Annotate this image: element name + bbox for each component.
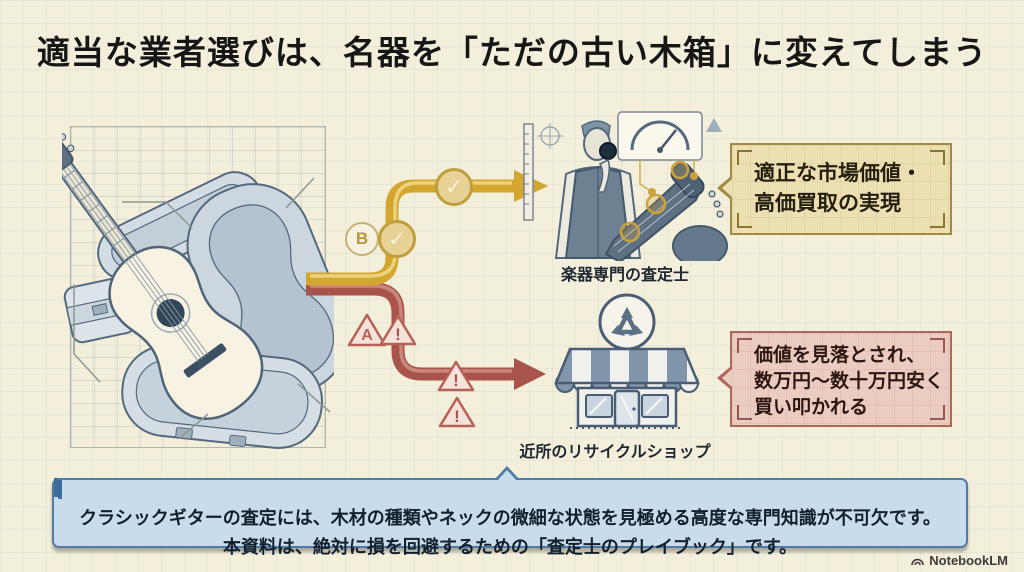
appraiser-arm [596,158,611,193]
good-outcome-line2: 高価買取の実現 [754,192,901,215]
bad-outcome-line1: 価値を見落とされ、 [754,345,926,366]
branch-b-badge: B [345,222,379,256]
guitar-illustration [62,118,334,456]
good-outcome-box: 適正な市場価値・ 高価買取の実現 [717,143,952,235]
check-icon: ✓ [435,168,473,206]
check-icon: ✓ [378,220,416,258]
appraiser-illustration [523,111,728,261]
corner-bracket-icon [60,480,62,499]
watermark-brand: NotebookLM [929,553,1008,568]
svg-text:A: A [361,327,373,344]
loupe-icon [599,142,617,160]
good-path-label: 楽器専門の査定士 [560,267,689,284]
bad-arrowhead-icon [514,358,546,390]
footer-note-box: クラシックギターの査定には、木材の種類やネックの微細な状態を見極める高度な専門知… [52,466,968,557]
gauge-icon [617,111,703,161]
branch-a-badge: A [347,313,387,347]
warning-icon: ! [379,314,417,346]
warning-icon: ! [438,396,476,428]
svg-text:!: ! [454,407,460,426]
bad-outcome-box: 価値を見落とされ、 数万円〜数十万円安く 買い叩かれる [717,331,952,427]
corner-bracket-icon [737,405,752,420]
bad-outcome-line3: 買い叩かれる [754,397,869,418]
recycle-shop-illustration [554,293,700,429]
gauge-warning-icon [706,118,722,132]
good-outcome-line1: 適正な市場価値・ [754,162,922,185]
corner-bracket-icon [930,405,945,420]
svg-text:!: ! [453,371,459,390]
branch-b-label: B [355,229,369,248]
page-title: 適当な業者選びは、名器を「ただの古い木箱」に変えてしまう [36,34,988,71]
footer-line1: クラシックギターの査定には、木材の種類やネックの微細な状態を見極める高度な専門知… [79,508,941,528]
notebooklm-logo-icon [911,558,925,565]
svg-text:!: ! [395,325,401,344]
corner-bracket-icon [930,338,945,353]
corner-bracket-icon [737,213,752,228]
bad-outcome-line2: 数万円〜数十万円安く [754,371,945,392]
footer-line2: 本資料は、絶対に損を回避するための「査定士のプレイブック」です。 [222,537,798,557]
guitar-body-hint [672,225,728,261]
recycle-sign [598,293,656,351]
guitar-case-sketch [62,129,334,449]
corner-bracket-icon [737,338,752,353]
warning-icon: ! [437,360,475,392]
awning-icon [554,347,700,385]
corner-bracket-icon [930,213,945,228]
bad-path-label: 近所のリサイクルショップ [519,444,711,461]
watermark: NotebookLM [910,553,1008,568]
corner-bracket-icon [737,150,752,165]
corner-bracket-icon [930,150,945,165]
